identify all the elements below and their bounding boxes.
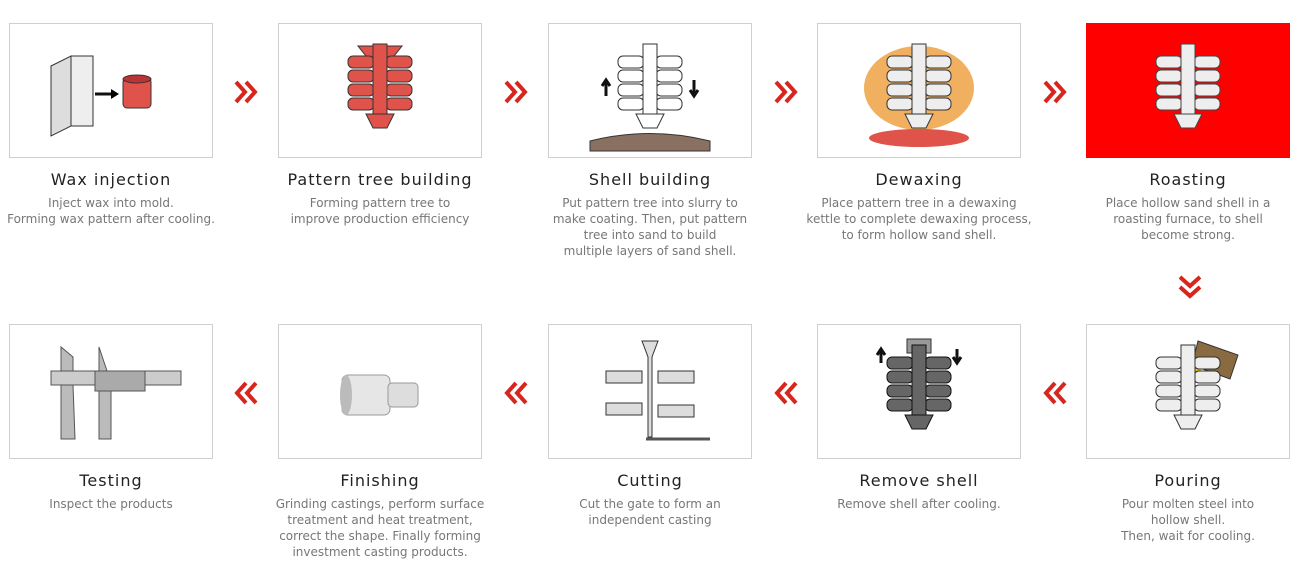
step-illustration: [548, 324, 752, 459]
pouring-icon: [1155, 339, 1239, 429]
chevron-left-icon: [1043, 381, 1067, 405]
step-title: Testing: [79, 471, 143, 490]
step-description: Put pattern tree into slurry to make coa…: [552, 196, 748, 258]
finished-part-icon: [340, 374, 419, 415]
step-card: Finishing Grinding castings, perform sur…: [276, 324, 484, 560]
step-illustration: [9, 324, 213, 459]
step-illustration: [278, 23, 482, 158]
step-illustration: [278, 324, 482, 459]
chevron-left-icon: [234, 381, 258, 405]
step-title: Finishing: [340, 471, 420, 490]
step-title: Shell building: [588, 170, 712, 189]
step-description: Inject wax into mold. Forming wax patter…: [7, 196, 215, 226]
cutting-icon: [605, 340, 710, 440]
step-card: Shell building Put pattern tree into slu…: [548, 23, 752, 259]
step-title: Remove shell: [859, 471, 979, 490]
step-illustration: [548, 23, 752, 158]
remove-shell-icon: [875, 338, 963, 429]
dewaxing-icon: [864, 43, 974, 147]
step-card: Testing Inspect the products: [9, 324, 213, 512]
step-description: Forming pattern tree to improve producti…: [290, 196, 470, 226]
step-illustration: [9, 23, 213, 158]
step-description: Inspect the products: [49, 497, 173, 511]
step-description: Pour molten steel into hollow shell. The…: [1121, 497, 1255, 543]
chevron-right-icon: [504, 80, 528, 104]
chevron-right-icon: [234, 80, 258, 104]
roasting-icon: [1155, 43, 1221, 128]
step-description: Place pattern tree in a dewaxing kettle …: [806, 196, 1032, 242]
step-card: Roasting Place hollow sand shell in a ro…: [1086, 23, 1290, 243]
step-title: Dewaxing: [875, 170, 963, 189]
chevron-down-icon: [1178, 275, 1202, 299]
chevron-left-icon: [504, 381, 528, 405]
step-illustration: [1086, 23, 1290, 158]
step-card: Wax injection Inject wax into mold. Form…: [7, 23, 215, 227]
step-card: Dewaxing Place pattern tree in a dewaxin…: [806, 23, 1032, 243]
step-illustration: [817, 324, 1021, 459]
step-card: Cutting Cut the gate to form an independ…: [548, 324, 752, 528]
wax-injection-mold-icon: [50, 54, 152, 137]
step-description: Remove shell after cooling.: [837, 497, 1001, 511]
step-illustration: [817, 23, 1021, 158]
step-card: Remove shell Remove shell after cooling.: [817, 324, 1021, 512]
step-description: Place hollow sand shell in a roasting fu…: [1105, 196, 1271, 242]
step-title: Wax injection: [50, 170, 172, 189]
shell-building-icon: [589, 43, 711, 151]
pattern-tree-icon: [347, 43, 413, 128]
chevron-right-icon: [774, 80, 798, 104]
step-illustration: [1086, 324, 1290, 459]
step-description: Grinding castings, perform surface treat…: [275, 497, 485, 559]
step-title: Roasting: [1149, 170, 1227, 189]
step-title: Pouring: [1154, 471, 1222, 490]
step-description: Cut the gate to form an independent cast…: [579, 497, 721, 527]
step-card: Pattern tree building Forming pattern tr…: [278, 23, 482, 227]
caliper-icon: [50, 345, 182, 439]
step-title: Cutting: [617, 471, 683, 490]
step-card: Pouring Pour molten steel into hollow sh…: [1086, 324, 1290, 544]
chevron-left-icon: [774, 381, 798, 405]
step-title: Pattern tree building: [287, 170, 473, 189]
chevron-right-icon: [1043, 80, 1067, 104]
